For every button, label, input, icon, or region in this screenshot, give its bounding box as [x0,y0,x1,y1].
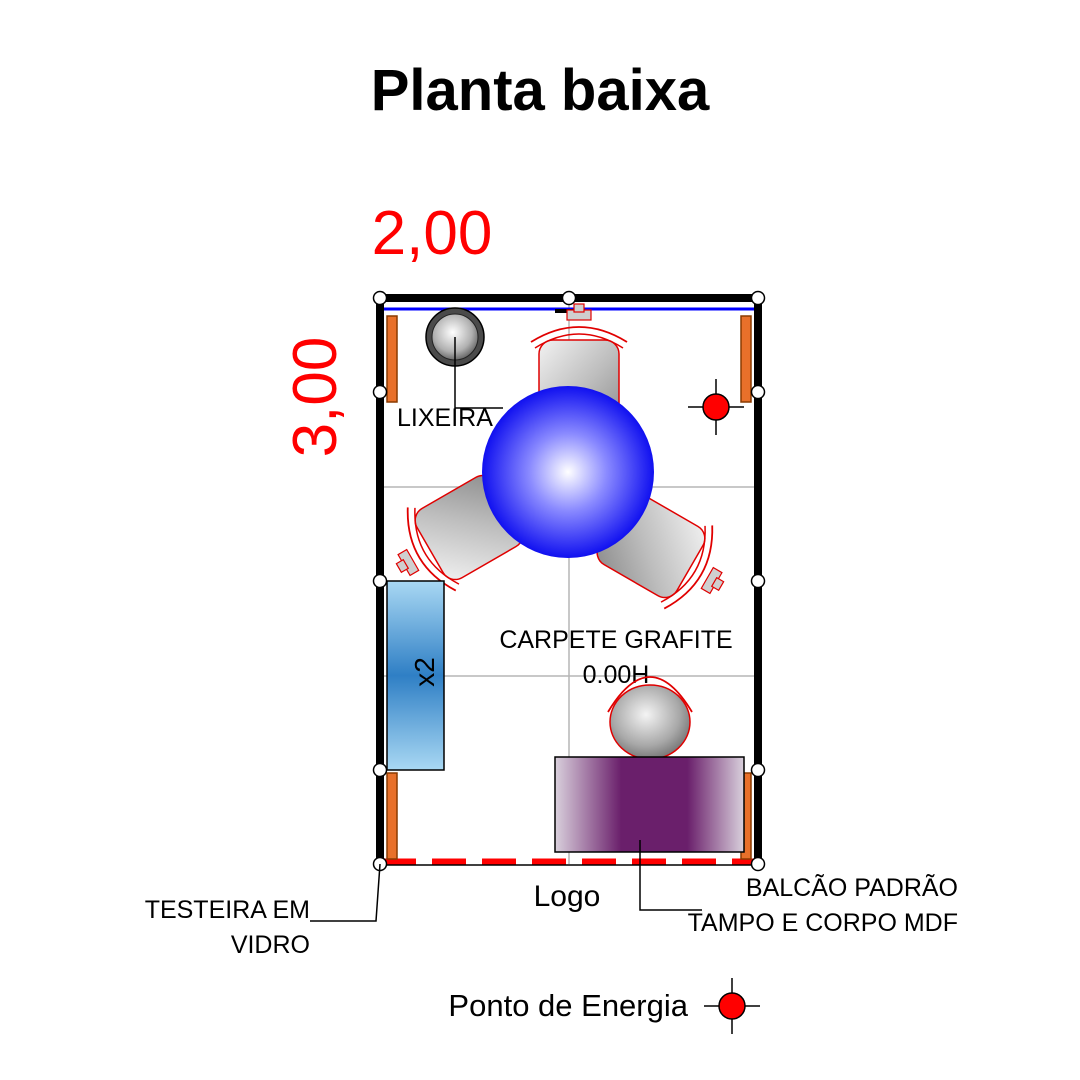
bench [386,580,445,771]
counter-stool [607,676,693,760]
legend-label: Ponto de Energia [448,988,688,1023]
width-dimension: 2,00 [372,199,493,268]
testeira-label-line1: TESTEIRA EM [145,896,310,924]
legend-power-point-icon [704,978,760,1034]
counter-leader-line [639,840,702,911]
page-title: Planta baixa [371,58,710,123]
testeira-leader-line [310,863,381,922]
testeira-label-line2: VIDRO [231,931,310,959]
glass-panels [386,315,752,860]
depth-dimension: 3,00 [281,337,350,458]
counter [554,756,745,853]
counter-label-line1: BALCÃO PADRÃO [746,873,958,902]
round-table [482,386,654,558]
bench-count-label: x2 [409,657,440,687]
carpet-label-line2: 0.00H [583,661,650,689]
trash-leader-line [454,337,503,409]
lixeira-label: LIXEIRA [397,404,493,432]
trash-bin [425,307,503,409]
logo-label: Logo [534,880,601,913]
power-point-icon [688,379,744,435]
counter-label-line2: TAMPO E CORPO MDF [688,909,958,937]
carpet-label-line1: CARPETE GRAFITE [499,626,732,654]
